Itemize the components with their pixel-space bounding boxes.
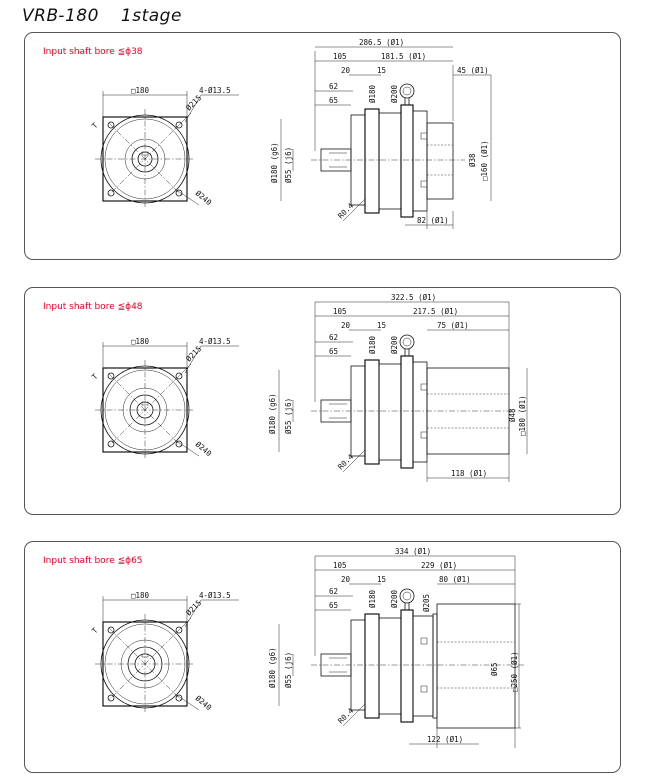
dim-flange-outer: Ø200 — [390, 589, 399, 608]
dim-20: 20 — [341, 575, 351, 584]
front-view: □180 4-Ø13.5 Ø215 Ø240 T — [90, 337, 239, 460]
dim-input-dia: Ø180 (g6) — [268, 393, 277, 434]
dim-motor-len: 75 (Ø1) — [437, 321, 469, 330]
dim-shaft-dia: Ø55 (j6) — [284, 398, 293, 434]
bore-label: Input shaft bore ≦ϕ65 — [43, 556, 143, 566]
dim-20: 20 — [341, 321, 351, 330]
side-view: 286.5 (Ø1) 105 181.5 (Ø1) 20 15 45 (Ø1) … — [270, 38, 492, 229]
dim-105: 105 — [333, 52, 347, 61]
dim-15: 15 — [377, 66, 386, 75]
bolt-hole — [107, 189, 115, 197]
dim-motor-flange: □250 (Ø1) — [510, 651, 519, 692]
svg-text:T: T — [90, 626, 100, 636]
dim-right-len: 181.5 (Ø1) — [381, 52, 426, 61]
dim-extra-dia: Ø205 — [422, 594, 431, 612]
bore-label: Input shaft bore ≦ϕ38 — [43, 47, 143, 57]
dim-bolt-holes: 4-Ø13.5 — [199, 86, 231, 95]
dim-bore: Ø38 — [468, 153, 477, 167]
dim-radius: R0.4 — [336, 706, 355, 725]
dim-motor-flange: □160 (Ø1) — [480, 140, 489, 181]
stage-label: 1stage — [120, 6, 182, 26]
dim-bolt-holes: 4-Ø13.5 — [199, 591, 231, 600]
dim-radius: R0.4 — [336, 452, 355, 471]
dim-15: 15 — [377, 575, 386, 584]
dim-cut-mark: T — [90, 121, 100, 131]
dim-bottom: 118 (Ø1) — [451, 469, 487, 478]
drawing-panel-2: Input shaft bore ≦ϕ48 □180 4-Ø13.5 — [24, 287, 621, 515]
bolt-hole — [175, 189, 183, 197]
dim-pilot: Ø180 — [368, 589, 377, 608]
motor-adapter — [412, 110, 428, 212]
dim-bottom: 122 (Ø1) — [427, 735, 463, 744]
drawing-panel-1: Input shaft bore ≦ϕ38 □180 4-Ø13.5 — [24, 32, 621, 260]
dim-right-len: 217.5 (Ø1) — [413, 307, 458, 316]
dim-shaft-dia: Ø55 (j6) — [284, 652, 293, 688]
dim-bore: Ø48 — [508, 408, 517, 422]
dim-105: 105 — [333, 307, 347, 316]
technical-drawing: □180 4-Ø13.5 Ø215 Ø240 T — [90, 293, 528, 482]
technical-drawing: □180 4-Ø13.5 Ø215 Ø240 T — [90, 38, 492, 229]
page-title: VRB-180 1stage — [22, 6, 182, 26]
dim-65: 65 — [329, 96, 338, 105]
dim-motor-len: 80 (Ø1) — [439, 575, 471, 584]
dim-105: 105 — [333, 561, 347, 570]
bolt-hole — [107, 121, 115, 129]
drawing-panel-3: Input shaft bore ≦ϕ65 □180 4-Ø13.5 — [24, 541, 621, 773]
motor-adapter-large — [436, 603, 516, 729]
dim-input-dia: Ø180 (g6) — [270, 142, 279, 183]
dim-flange-outer: Ø200 — [390, 84, 399, 103]
front-view: □180 4-Ø13.5 Ø215 Ø240 T — [90, 86, 239, 209]
dim-flange-dia: Ø240 — [194, 189, 214, 208]
dim-shaft-dia: Ø55 (j6) — [284, 147, 293, 183]
dim-square: □180 — [131, 591, 150, 600]
dim-65: 65 — [329, 347, 338, 356]
model-name: VRB-180 — [22, 6, 99, 26]
eye-bolt — [399, 83, 415, 99]
dim-bolt-holes: 4-Ø13.5 — [199, 337, 231, 346]
front-view: □180 4-Ø13.5 Ø215 Ø240 T — [90, 591, 239, 714]
bore-label: Input shaft bore ≦ϕ48 — [43, 302, 143, 312]
dim-20: 20 — [341, 66, 351, 75]
output-flange — [400, 104, 414, 218]
dim-flange-dia: Ø240 — [194, 440, 214, 459]
side-view: 322.5 (Ø1) 105 217.5 (Ø1) 20 15 75 (Ø1) … — [268, 293, 528, 482]
dim-right-len: 229 (Ø1) — [421, 561, 457, 570]
dim-square: □180 — [131, 337, 150, 346]
dim-input-dia: Ø180 (g6) — [268, 647, 277, 688]
bolt-hole — [175, 121, 183, 129]
dim-bottom: 82 (Ø1) — [417, 216, 449, 225]
dim-flange-outer: Ø200 — [390, 335, 399, 354]
dim-bore: Ø65 — [490, 662, 499, 676]
gear-housing — [378, 112, 402, 210]
technical-drawing: □180 4-Ø13.5 Ø215 Ø240 T — [90, 547, 525, 748]
dim-pilot: Ø180 — [368, 335, 377, 354]
motor-flange — [426, 122, 454, 200]
dim-overall: 286.5 (Ø1) — [359, 38, 404, 47]
dim-overall: 322.5 (Ø1) — [391, 293, 436, 302]
dim-overall: 334 (Ø1) — [395, 547, 431, 556]
dim-62: 62 — [329, 82, 338, 91]
dim-pilot: Ø180 — [368, 84, 377, 103]
dim-motor-len: 45 (Ø1) — [457, 66, 489, 75]
dim-62: 62 — [329, 587, 338, 596]
svg-text:T: T — [90, 372, 100, 382]
dim-65: 65 — [329, 601, 338, 610]
dim-square: □180 — [131, 86, 150, 95]
dim-motor-flange: □180 (Ø1) — [518, 395, 527, 436]
dim-flange-dia: Ø240 — [194, 694, 214, 713]
dim-radius: R0.4 — [336, 201, 355, 220]
flange-plate — [364, 108, 380, 214]
dim-15: 15 — [377, 321, 386, 330]
dim-62: 62 — [329, 333, 338, 342]
side-view: 334 (Ø1) 105 229 (Ø1) 20 15 80 (Ø1) 62 6… — [268, 547, 525, 748]
